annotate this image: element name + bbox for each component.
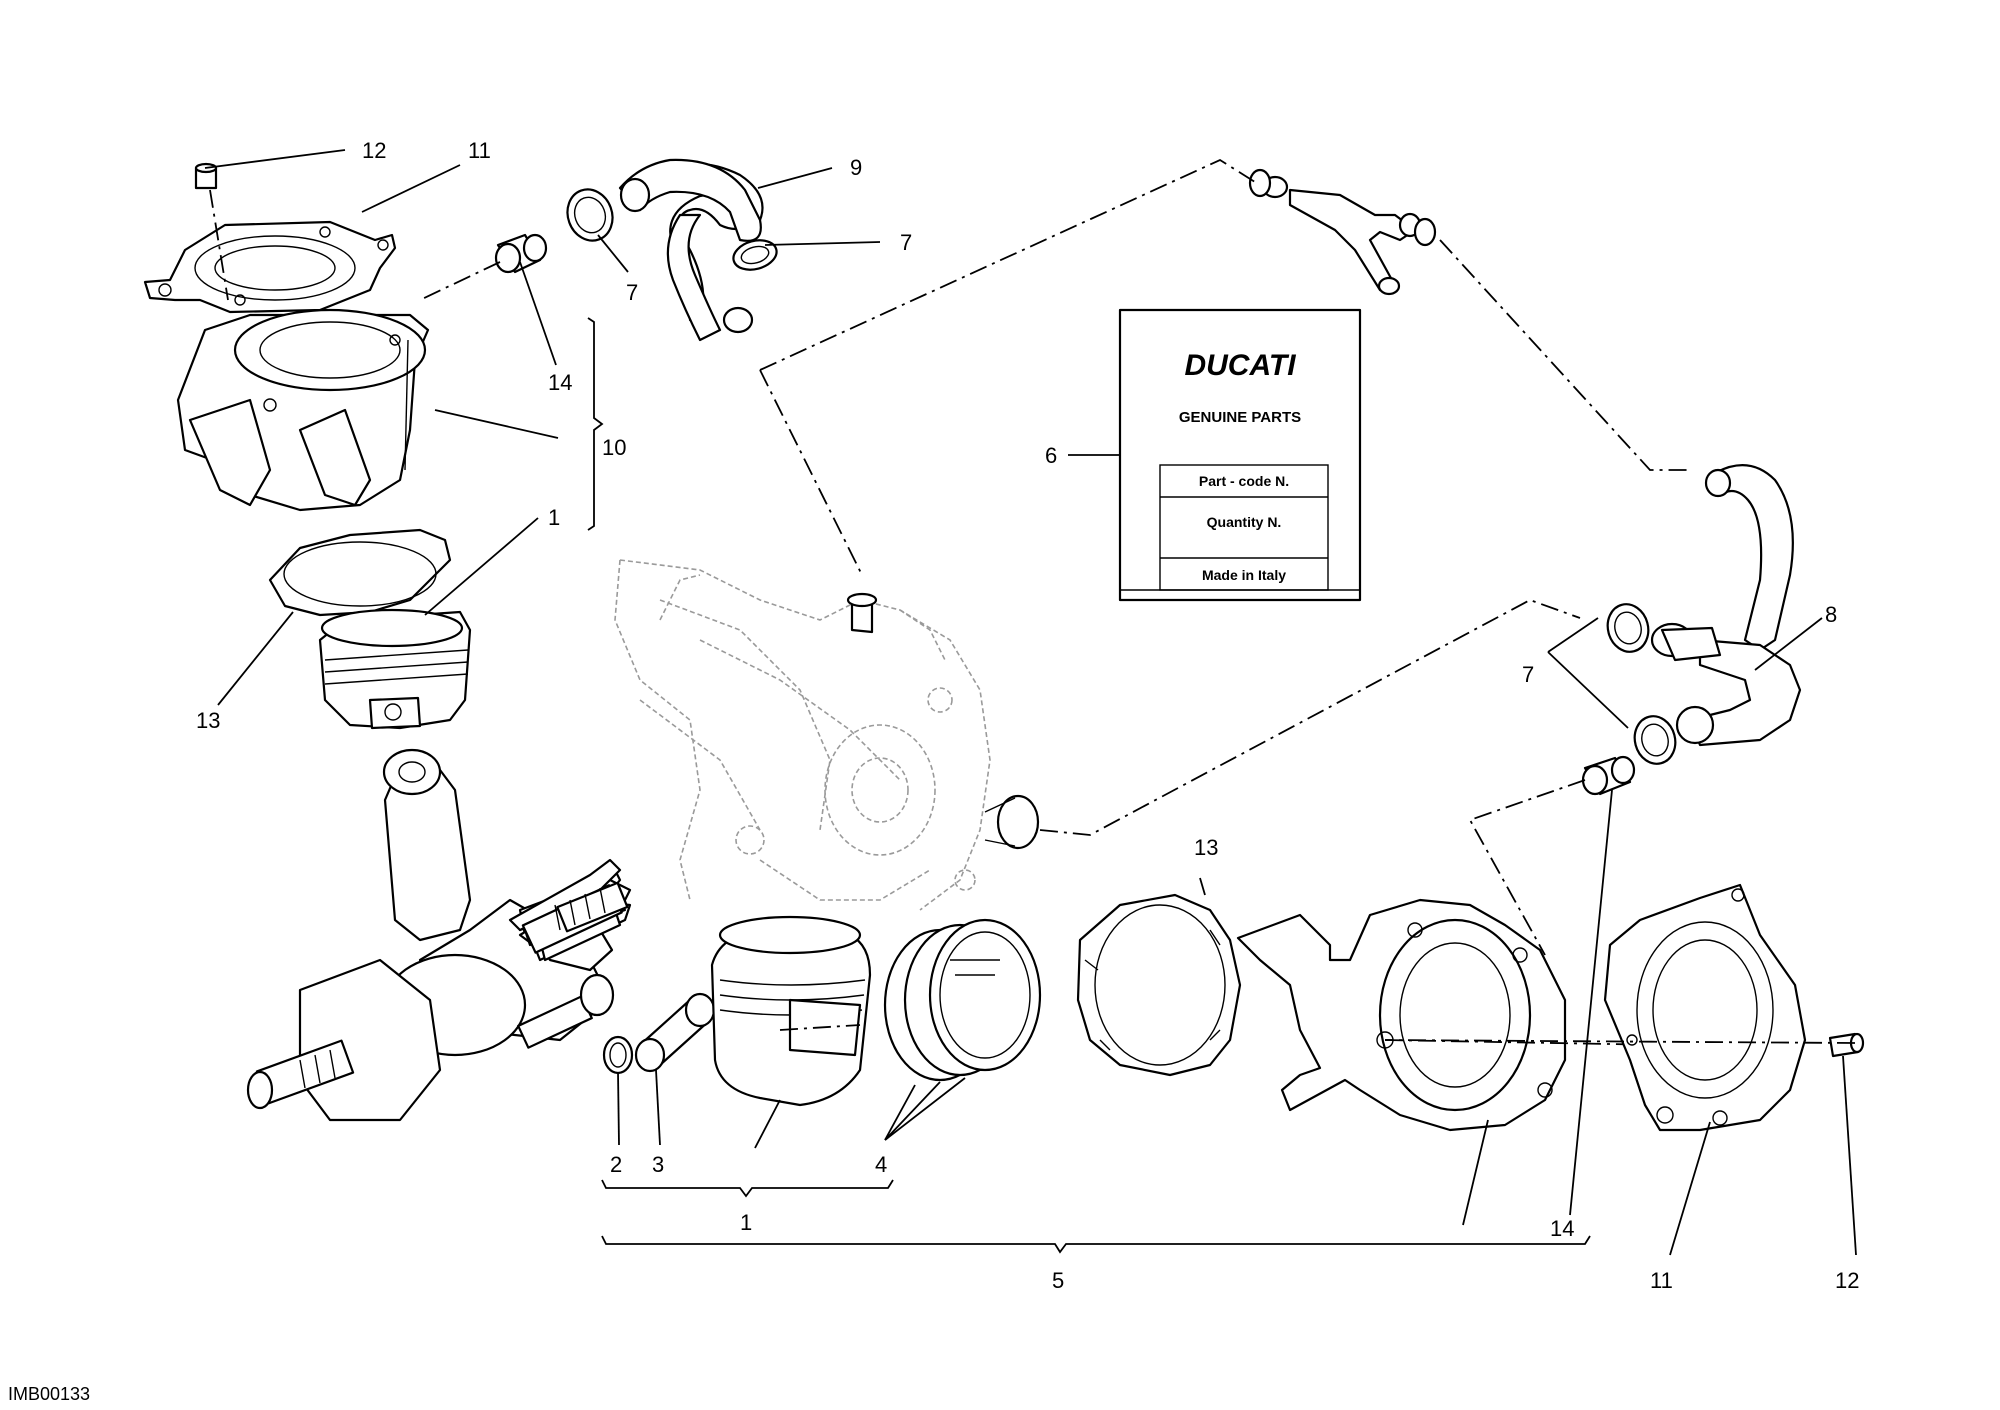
tag-subtitle: GENUINE PARTS xyxy=(1179,409,1301,426)
assembly-lines xyxy=(759,158,1856,1044)
base-gasket-bottom xyxy=(1076,893,1242,1077)
dowel-top xyxy=(194,162,229,301)
callout-12-top: 12 xyxy=(362,138,386,163)
callout-7-b: 7 xyxy=(900,230,912,255)
callout-8: 8 xyxy=(1825,602,1837,627)
tag-brand: DUCATI xyxy=(1184,349,1296,382)
callout-11-bottom: 11 xyxy=(1650,1268,1673,1293)
brackets xyxy=(587,317,1591,1254)
tag-made-in: Made in Italy xyxy=(1202,567,1286,583)
callout-7-c: 7 xyxy=(1522,662,1534,687)
callout-numbers: 12 11 9 7 7 14 10 1 13 6 8 7 13 2 3 4 1 … xyxy=(196,138,1859,1293)
callout-13-left: 13 xyxy=(196,708,220,733)
y-fitting xyxy=(1248,168,1437,296)
callout-11-top: 11 xyxy=(468,138,491,163)
callout-10: 10 xyxy=(602,435,626,460)
callout-2: 2 xyxy=(610,1152,622,1177)
dowel-bottom xyxy=(1828,1032,1865,1058)
callout-9: 9 xyxy=(850,155,862,180)
piston-rings xyxy=(883,918,1042,1082)
callout-7-a: 7 xyxy=(626,280,638,305)
head-gasket-top xyxy=(143,220,397,314)
crankcase-fitting xyxy=(846,592,1040,850)
callout-14-top: 14 xyxy=(548,370,572,395)
base-gasket-top xyxy=(268,528,452,617)
callout-14-bottom: 14 xyxy=(1550,1216,1574,1241)
hose-clamps-right xyxy=(1606,603,1677,765)
piston-pin xyxy=(634,992,716,1073)
callout-1-top: 1 xyxy=(548,505,560,530)
tag-quantity: Quantity N. xyxy=(1207,514,1282,530)
cylinder-front xyxy=(1236,898,1666,1132)
hose-clamp-top-left xyxy=(566,188,614,242)
diagram-code: IMB00133 xyxy=(8,1384,90,1404)
leader-lines xyxy=(204,149,1857,1256)
callout-12-bottom: 12 xyxy=(1835,1268,1859,1293)
hose-front xyxy=(1650,464,1802,747)
hose-clamp-top-right xyxy=(732,239,778,271)
callout-3: 3 xyxy=(652,1152,664,1177)
callout-4: 4 xyxy=(875,1152,887,1177)
genuine-parts-tag: DUCATI GENUINE PARTS Part - code N. Quan… xyxy=(1118,308,1362,602)
callout-1-bottom: 1 xyxy=(740,1210,752,1235)
callout-5: 5 xyxy=(1052,1268,1064,1293)
tag-part-code: Part - code N. xyxy=(1199,473,1289,489)
crankcase-ghost-outline xyxy=(614,559,991,911)
head-gasket-bottom xyxy=(1603,883,1807,1132)
piston-bottom xyxy=(710,915,872,1107)
piston-top xyxy=(318,608,472,730)
callout-13-right: 13 xyxy=(1194,835,1218,860)
fitting-bottom xyxy=(1581,755,1636,796)
fitting-top xyxy=(419,233,548,301)
cylinder-rear xyxy=(176,308,430,512)
hose-rear xyxy=(618,158,764,342)
crankshaft xyxy=(246,748,632,1122)
callout-6: 6 xyxy=(1045,443,1057,468)
circlip xyxy=(602,1035,634,1075)
